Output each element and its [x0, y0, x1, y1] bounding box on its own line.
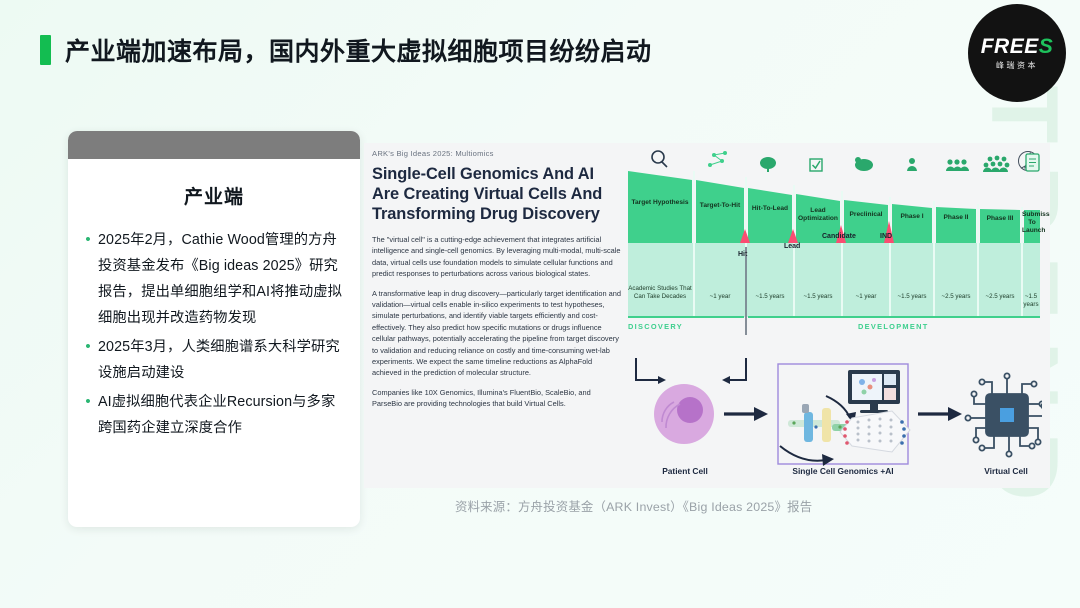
drug-discovery-pipeline: Target Hypothesis Target-To-Hit Hit-To-L…	[626, 147, 1050, 335]
bullet-marker-icon: •	[85, 338, 91, 355]
infographic-kicker: ARK's Big Ideas 2025: Multiomics	[372, 149, 494, 158]
pipeline-milestone-label: Candidate	[822, 233, 856, 240]
pipeline-duration-label: ~2.5 years	[941, 293, 971, 300]
infographic-headline: Single-Cell Genomics And AI Are Creating…	[372, 165, 603, 223]
logo-wordmark-accent: S	[1038, 35, 1054, 58]
magnifier-icon	[651, 150, 668, 168]
pipeline-stage-label: Hit-To-Lead	[751, 205, 789, 212]
page-title: 产业端加速布局，国内外重大虚拟细胞项目纷纷启动	[65, 38, 652, 66]
flow-graphic	[635, 358, 1048, 466]
pipeline-stage-label: Target-To-Hit	[699, 202, 741, 209]
pipeline-milestone-label: Lead	[784, 243, 801, 250]
ark-infographic: ARK's Big Ideas 2025: Multiomics Single-…	[364, 143, 1050, 488]
infographic-diagram-column: Target Hypothesis Target-To-Hit Hit-To-L…	[626, 147, 1050, 488]
people-group-icon	[946, 159, 969, 171]
flow-step-label: Virtual Cell	[984, 466, 1028, 476]
title-accent-bar	[40, 35, 51, 65]
pipeline-stage-label: Target Hypothesis	[631, 199, 689, 206]
pipeline-duration-label: ~1.5 years	[897, 293, 927, 300]
infographic-text-column: ARK's Big Ideas 2025: Multiomics Single-…	[372, 149, 622, 418]
animal-icon	[855, 157, 873, 171]
molecule-icon	[708, 151, 727, 167]
pipeline-stage-label: Phase II	[943, 214, 969, 221]
pipeline-stage-label: Preclinical	[849, 211, 883, 218]
industry-card: 产业端 • 2025年2月，Cathie Wood管理的方舟投资基金发布《Big…	[68, 131, 360, 527]
slide-title-row: 产业端加速布局，国内外重大虚拟细胞项目纷纷启动	[40, 32, 652, 68]
pipeline-duration-label: ~1.5 years	[1023, 293, 1039, 308]
pipeline-milestone-label: IND	[880, 233, 893, 240]
card-bullet-list: • 2025年2月，Cathie Wood管理的方舟投资基金发布《Big ide…	[78, 227, 344, 441]
pipeline-stage-label: Phase I	[900, 213, 924, 220]
bullet-marker-icon: •	[85, 393, 91, 410]
neural-network-icon	[839, 410, 911, 453]
document-icon	[1025, 153, 1040, 172]
source-caption: 资料来源：方舟投资基金（ARK Invest）《Big Ideas 2025》报…	[455, 500, 813, 514]
list-item: • 2025年3月，人类细胞谱系大科学研究设施启动建设	[78, 334, 344, 386]
pipeline-duration-label: Academic Studies That Can Take Decades	[628, 285, 692, 300]
pipeline-stage-label: Lead Optimization	[798, 207, 838, 223]
pipeline-stage-label: Submission To Launch	[1022, 211, 1050, 235]
pipeline-milestone-label: Hit	[738, 251, 748, 258]
card-header-bar	[68, 131, 360, 159]
infographic-paragraph: The "virtual cell" is a cutting-edge ach…	[372, 235, 621, 279]
flow-step-label: Patient Cell	[662, 466, 708, 476]
pipeline-duration-label: ~1 year	[709, 293, 731, 300]
logo-subtitle: 峰瑞资本	[996, 61, 1038, 70]
list-item: • 2025年2月，Cathie Wood管理的方舟投资基金发布《Big ide…	[78, 227, 344, 331]
person-icon	[907, 158, 917, 171]
list-item-text: 2025年3月，人类细胞谱系大科学研究设施启动建设	[98, 339, 340, 381]
people-crowd-icon	[983, 155, 1010, 172]
virtual-cell-chip-icon	[964, 372, 1048, 458]
pipeline-duration-label: ~1.5 years	[803, 293, 833, 300]
flow-step-label: Single Cell Genomics +AI	[792, 466, 894, 476]
card-title: 产业端	[183, 187, 244, 208]
bullet-marker-icon: •	[85, 231, 91, 248]
infographic-paragraph: Companies like 10X Genomics, Illumina's …	[372, 387, 591, 409]
company-logo: FREES 峰瑞资本	[968, 4, 1066, 102]
virtual-cell-flow: Patient Cell Single Cell Genomics +AI Vi…	[626, 356, 1048, 484]
infographic-paragraph: A transformative leap in drug discovery—…	[372, 288, 621, 378]
pipeline-stage-label: Phase III	[986, 215, 1014, 222]
logo-wordmark-prefix: FREE	[980, 35, 1039, 58]
patient-cell-icon	[654, 384, 714, 444]
monitor-icon	[848, 370, 900, 413]
list-item-text: 2025年2月，Cathie Wood管理的方舟投资基金发布《Big ideas…	[98, 232, 343, 326]
pipeline-section-label: DISCOVERY	[628, 322, 683, 331]
pipeline-graphic	[628, 150, 1040, 335]
list-item: • AI虚拟细胞代表企业Recursion与多家跨国药企建立深度合作	[78, 389, 344, 441]
pipeline-duration-label: ~1 year	[855, 293, 877, 300]
pipeline-duration-label: ~2.5 years	[985, 293, 1015, 300]
compound-icon	[760, 157, 776, 172]
list-item-text: AI虚拟细胞代表企业Recursion与多家跨国药企建立深度合作	[98, 394, 336, 436]
pipeline-section-label: DEVELOPMENT	[858, 322, 929, 331]
checkbox-icon	[809, 158, 823, 172]
logo-wordmark: FREES	[981, 36, 1054, 57]
pipeline-duration-label: ~1.5 years	[755, 293, 785, 300]
